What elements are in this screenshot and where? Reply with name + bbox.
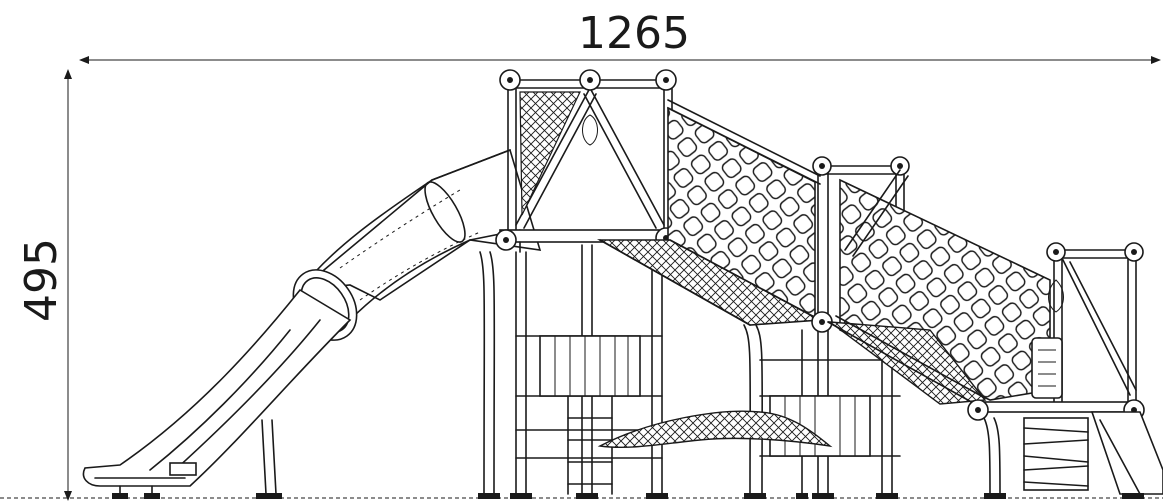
hammock-net (597, 410, 833, 448)
main-tower (479, 69, 681, 495)
height-dimension: 495 (16, 69, 72, 501)
width-dimension: 1265 (79, 8, 1161, 64)
right-tower (967, 242, 1163, 495)
footings (112, 493, 1144, 499)
width-dimension-label: 1265 (578, 8, 690, 59)
walkway-bridge (596, 239, 823, 495)
height-dimension-label: 495 (16, 238, 67, 322)
tube-slide (82, 148, 542, 497)
lower-climbing-net (827, 169, 1051, 405)
